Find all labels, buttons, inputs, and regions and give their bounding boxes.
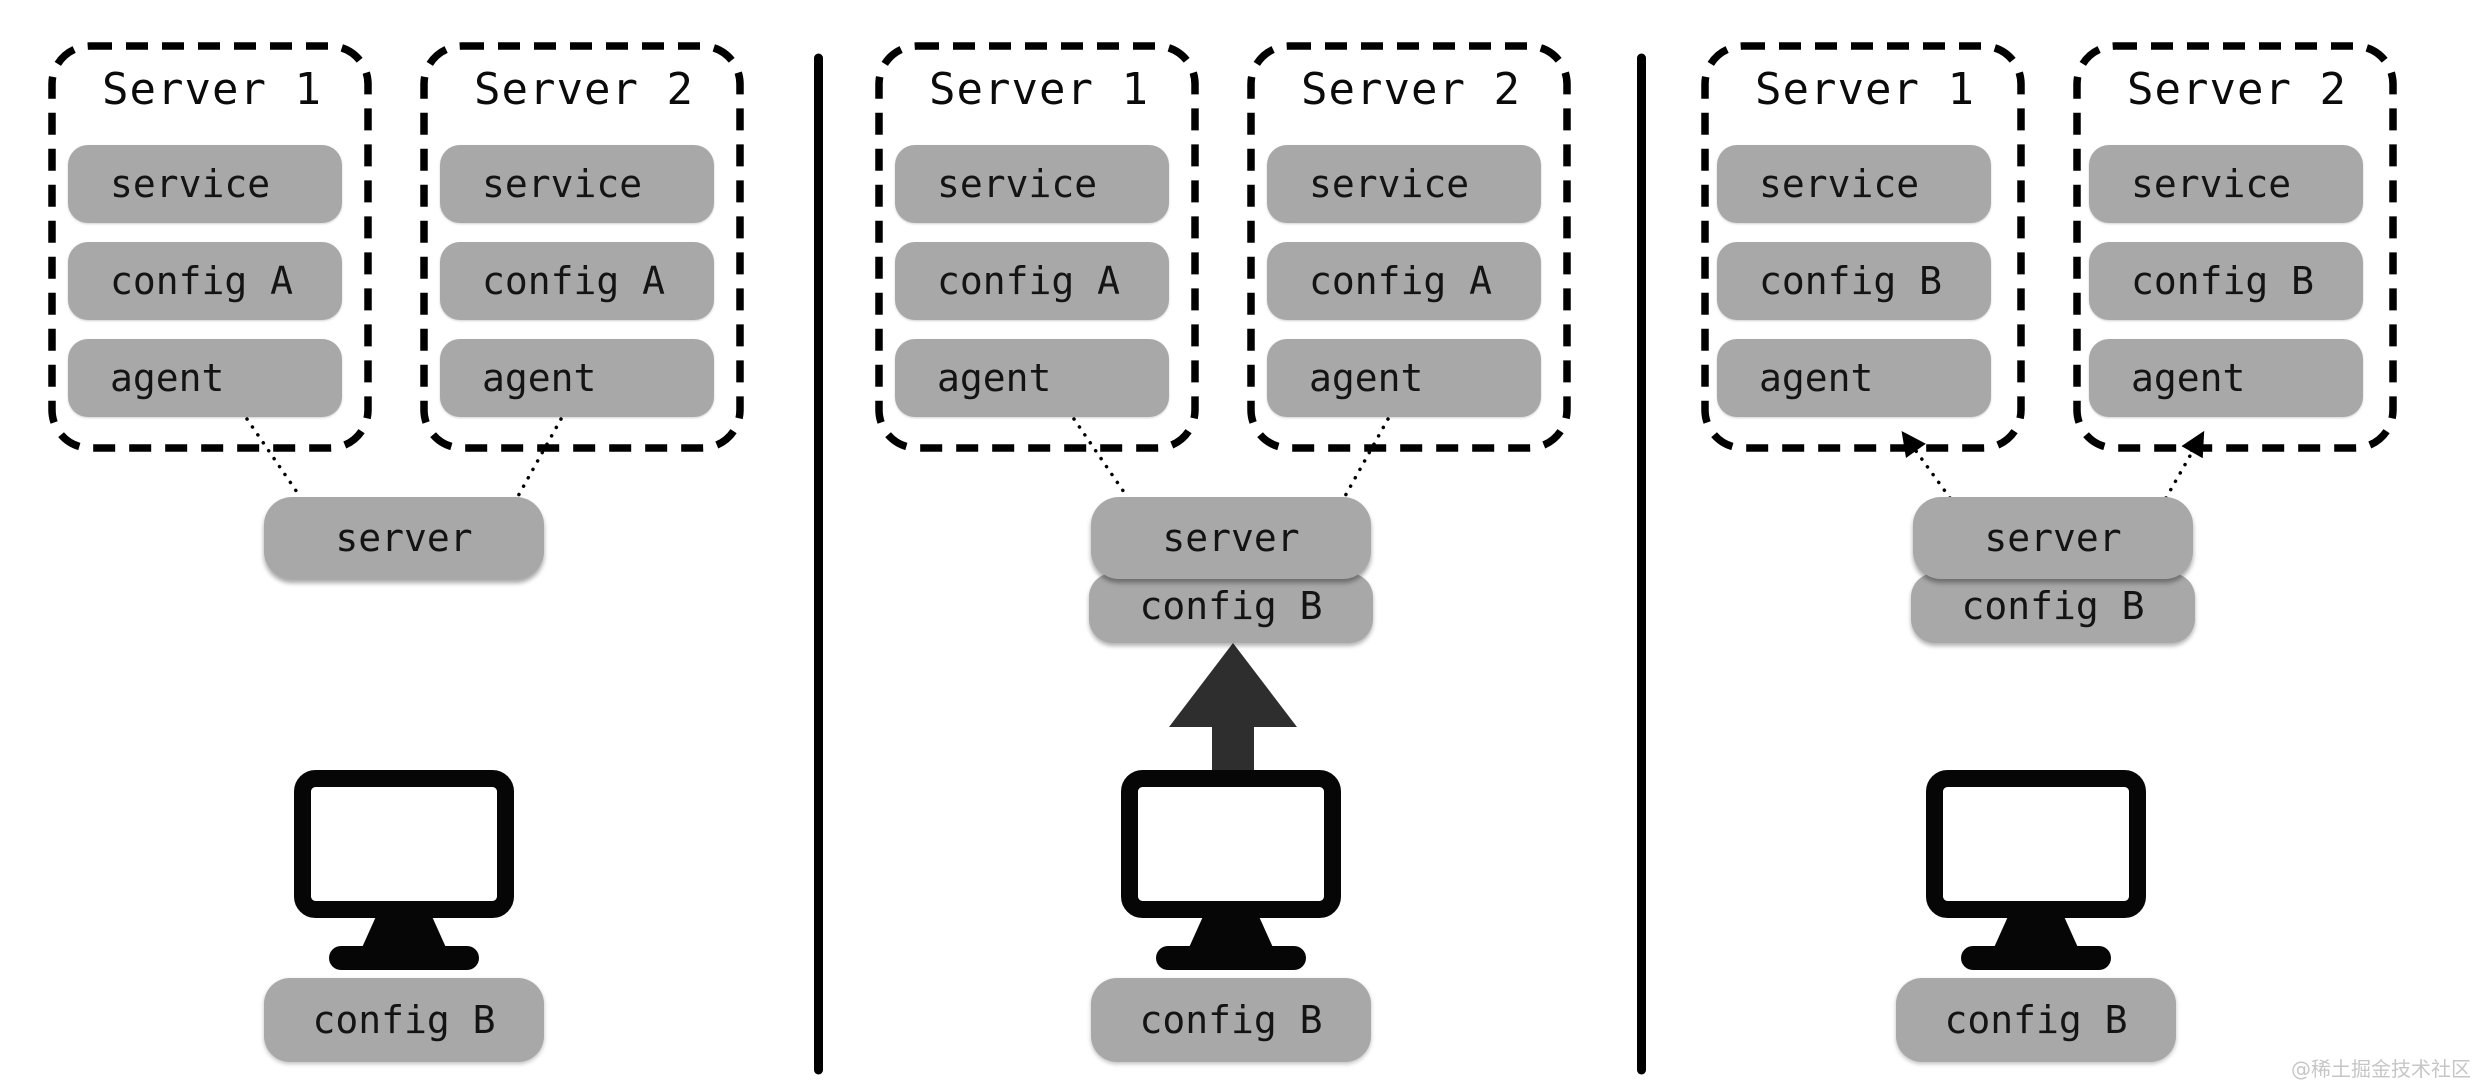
agent-pill: agent — [440, 339, 714, 417]
server-agent-arrow-link — [2164, 430, 2205, 500]
agent-server-link — [515, 417, 563, 500]
config-pill: config B — [2089, 242, 2363, 320]
server-box-title: Server 2 — [1301, 64, 1521, 115]
server-box-title: Server 2 — [2127, 64, 2347, 115]
service-pill: service — [895, 145, 1169, 223]
server-box-outline — [875, 42, 1199, 452]
server-box-outline — [2073, 42, 2397, 452]
central-server-pill: server — [264, 497, 544, 579]
central-server-pill: server — [1091, 497, 1371, 579]
server-box-title: Server 1 — [1755, 64, 1975, 115]
agent-server-link — [245, 417, 303, 500]
workstation-config-pill: config B — [264, 978, 544, 1062]
server-box-title: Server 2 — [474, 64, 694, 115]
server-box-outline — [420, 42, 744, 452]
central-config-pill: config B — [1089, 573, 1373, 643]
service-pill: service — [1717, 145, 1991, 223]
service-pill: service — [2089, 145, 2363, 223]
agent-pill: agent — [2089, 339, 2363, 417]
agent-server-link — [1072, 417, 1130, 500]
config-pill: config A — [1267, 242, 1541, 320]
agent-pill: agent — [1717, 339, 1991, 417]
central-config-pill: config B — [1911, 573, 2195, 643]
agent-pill: agent — [68, 339, 342, 417]
config-pill: config A — [895, 242, 1169, 320]
config-pill: config A — [440, 242, 714, 320]
service-pill: service — [1267, 145, 1541, 223]
server-box-outline — [1247, 42, 1571, 452]
workstation-config-pill: config B — [1896, 978, 2176, 1062]
server-box-outline — [1701, 42, 2025, 452]
server-box-title: Server 1 — [929, 64, 1149, 115]
service-pill: service — [68, 145, 342, 223]
up-arrow-icon — [1169, 643, 1297, 772]
server-box-outline — [48, 42, 372, 452]
watermark: @稀土掘金技术社区 — [2291, 1057, 2471, 1081]
server-box-title: Server 1 — [102, 64, 322, 115]
service-pill: service — [440, 145, 714, 223]
agent-pill: agent — [1267, 339, 1541, 417]
agent-pill: agent — [895, 339, 1169, 417]
config-pill: config A — [68, 242, 342, 320]
central-server-pill: server — [1913, 497, 2193, 579]
workstation-config-pill: config B — [1091, 978, 1371, 1062]
server-agent-arrow-link — [1901, 431, 1952, 500]
monitor-icon — [1130, 779, 1333, 971]
monitor-icon — [1935, 779, 2138, 971]
config-pill: config B — [1717, 242, 1991, 320]
agent-server-link — [1342, 417, 1390, 500]
monitor-icon — [303, 779, 506, 971]
